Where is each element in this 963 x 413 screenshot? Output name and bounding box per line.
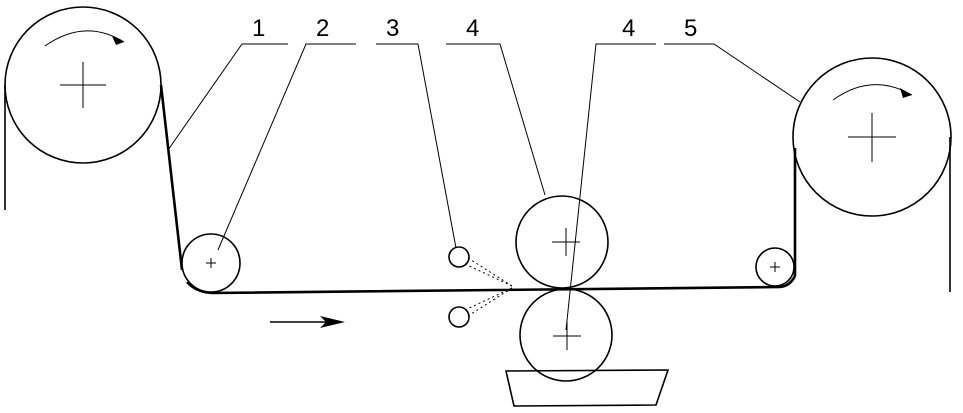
- rotation-arrow-icon: [900, 88, 912, 98]
- upper-coating-roll: [515, 195, 609, 289]
- lower-coating-roll: [519, 288, 613, 382]
- callout-3-label: 3: [386, 15, 399, 42]
- rotation-arrow-icon: [112, 36, 124, 45]
- guide-roller-left: [181, 233, 241, 293]
- unwind-roll: [4, 6, 162, 164]
- callout-leaders: [167, 43, 801, 331]
- web-descent-left: [159, 84, 184, 271]
- web-direction-arrow-icon: [270, 316, 345, 328]
- coating-tray: [504, 369, 670, 407]
- callout-1-label: 1: [252, 15, 265, 42]
- web-substrate: [186, 275, 797, 295]
- callout-5-label: 5: [684, 15, 697, 42]
- callout-4a-label: 4: [466, 15, 479, 42]
- callout-2-label: 2: [316, 15, 329, 42]
- rewind-roll: [792, 57, 952, 217]
- guide-roller-right: [755, 247, 795, 287]
- spray-nozzles: [448, 246, 513, 328]
- callout-4b-label: 4: [622, 15, 635, 42]
